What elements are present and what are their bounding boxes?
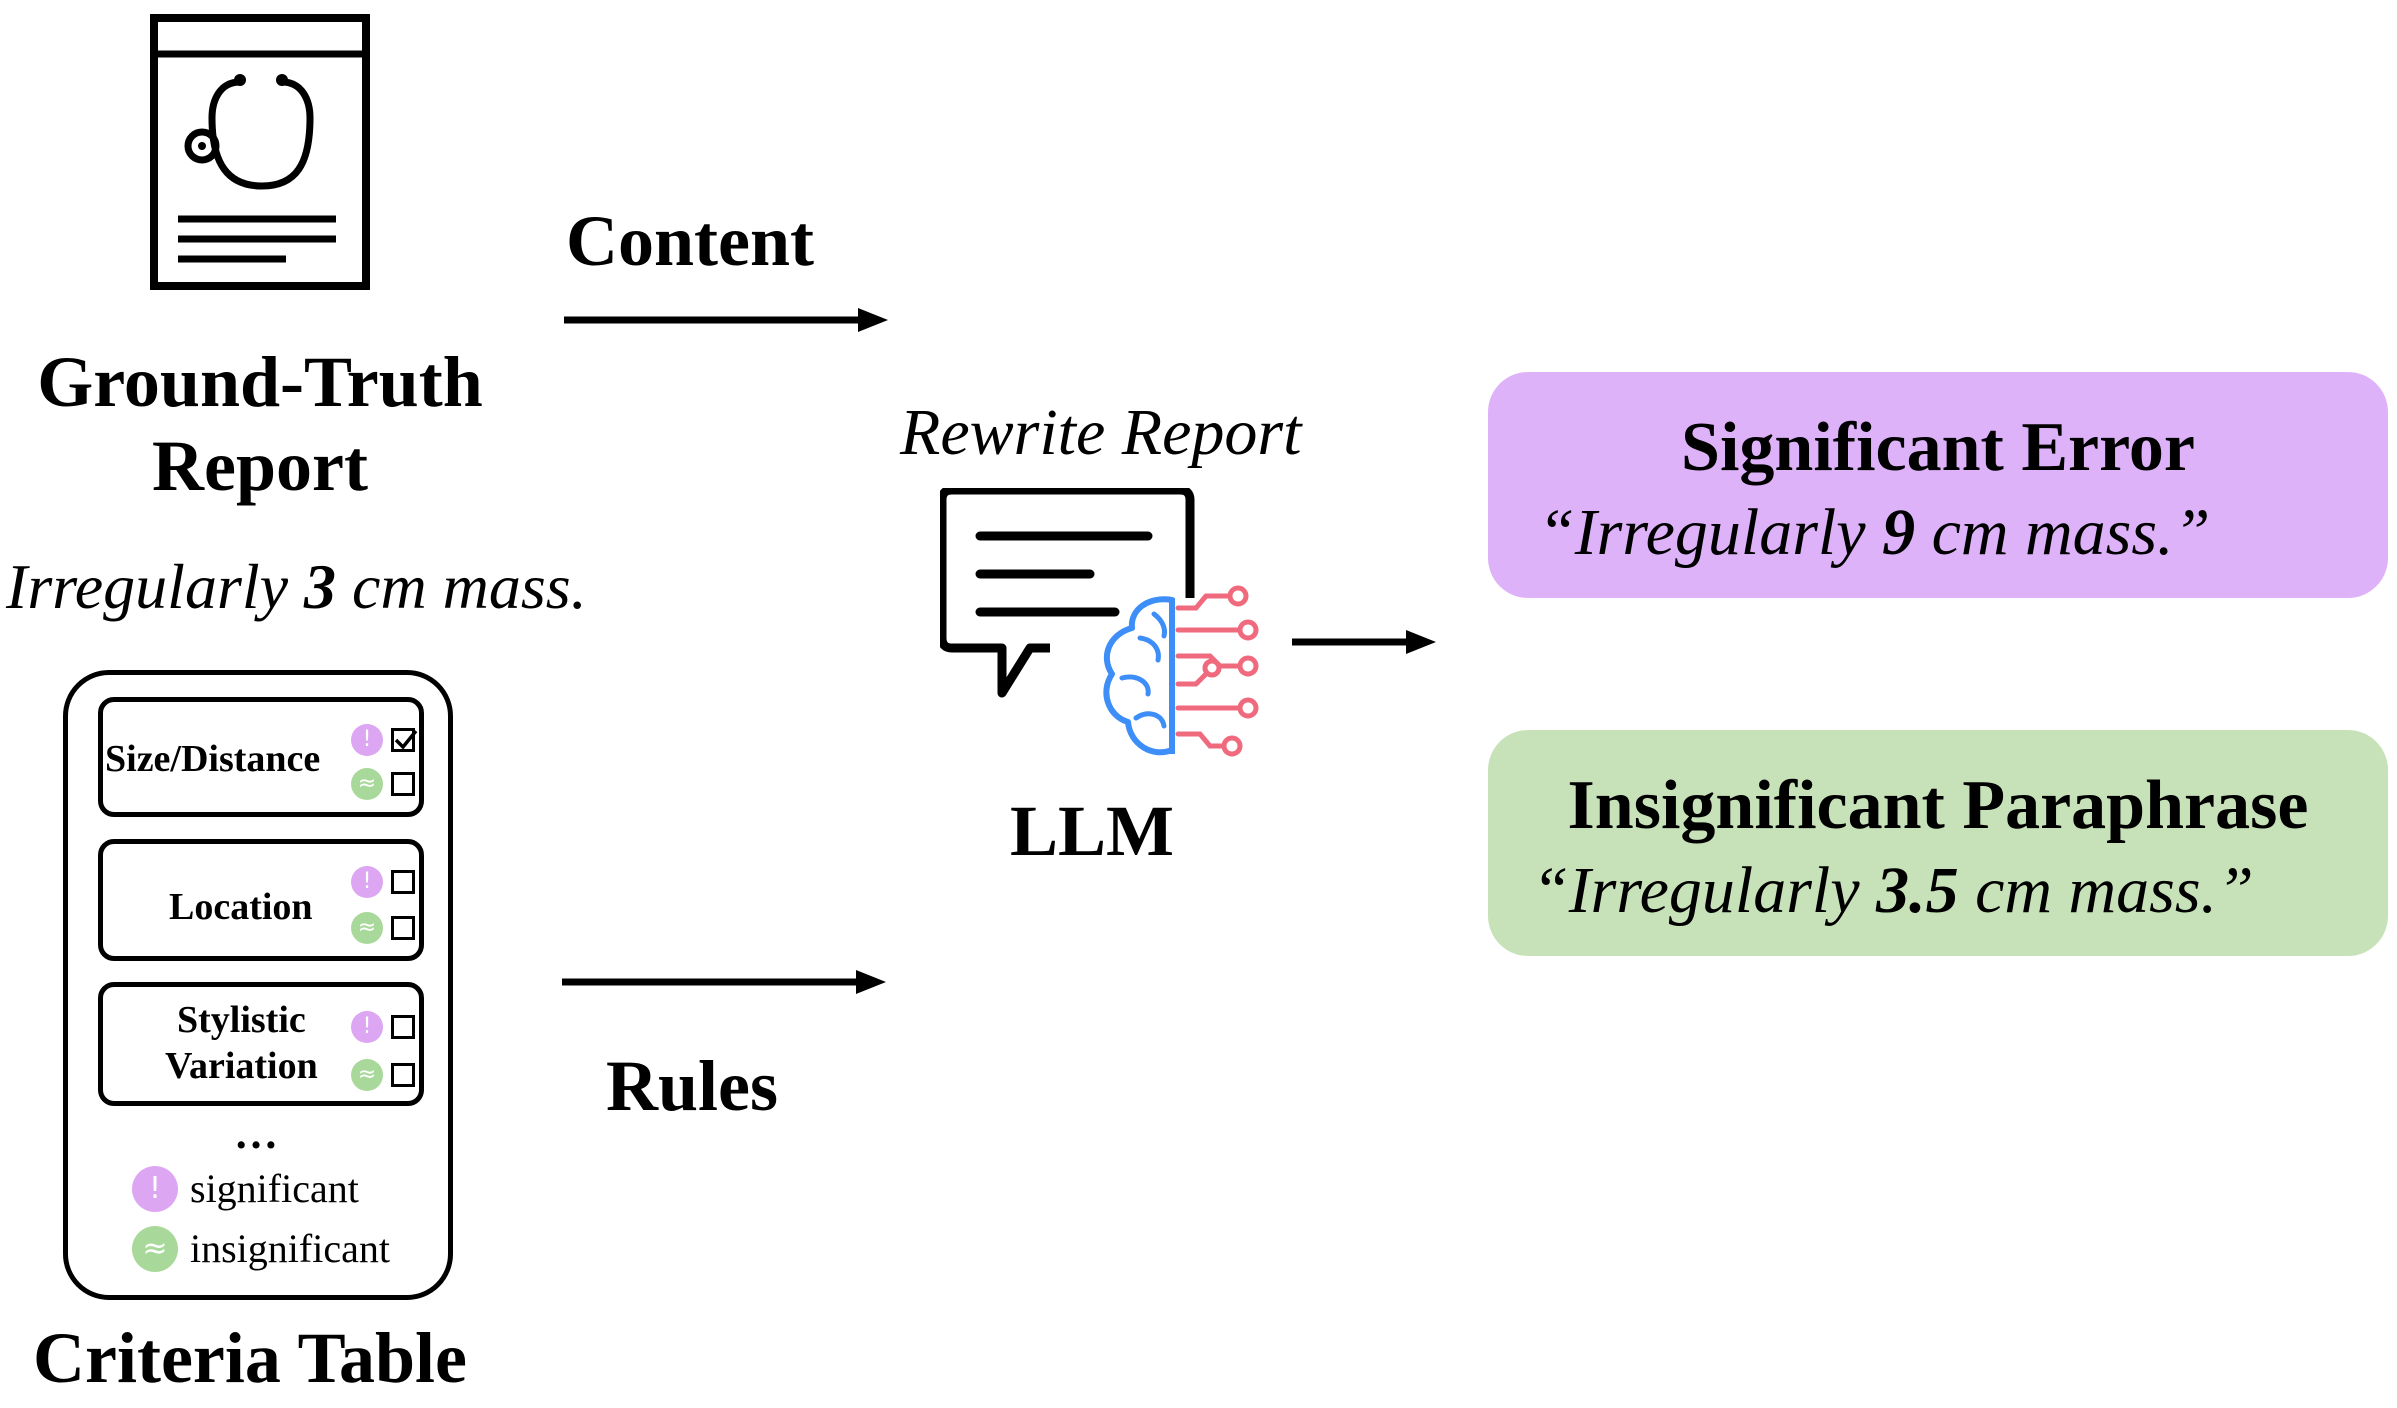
significant-badge-icon: ! [351, 1011, 383, 1043]
quote-post: cm mass.” [1958, 854, 2254, 927]
llm-chat-brain-icon [940, 488, 1259, 757]
ground-truth-sentence: Irregularly 3 cm mass. [6, 550, 587, 624]
criteria-table-title: Criteria Table [33, 1318, 467, 1398]
medical-report-icon [150, 14, 370, 290]
significant-error-box: Significant Error “Irregularly 9 cm mass… [1488, 372, 2388, 598]
check-mark-icon [394, 729, 418, 750]
criteria-item-label: Stylistic Variation [165, 997, 318, 1089]
insignificant-paraphrase-title: Insignificant Paraphrase [1567, 767, 2309, 844]
output-arrow-icon [1292, 630, 1436, 654]
insignificant-badge-icon: ≈ [351, 1059, 383, 1091]
criteria-item-label-line2: Variation [165, 1045, 318, 1087]
llm-label: LLM [1010, 791, 1175, 871]
ground-truth-report-title: Ground-Truth Report [0, 340, 520, 508]
criteria-item-label: Size/Distance [105, 738, 321, 780]
gt-sentence-post: cm mass. [336, 551, 587, 622]
insignificant-badge-icon: ≈ [351, 912, 383, 944]
quote-pre: “Irregularly [1532, 854, 1877, 927]
content-arrow-icon [564, 308, 888, 332]
insignificant-checkbox[interactable] [391, 1063, 415, 1087]
quote-post: cm mass.” [1915, 496, 2211, 569]
criteria-item-location: Location ! ≈ [98, 839, 424, 961]
significant-checkbox[interactable] [391, 728, 418, 752]
significant-error-quote: “Irregularly 9 cm mass.” [1538, 494, 2210, 572]
insignificant-paraphrase-quote: “Irregularly 3.5 cm mass.” [1532, 852, 2254, 930]
rules-arrow-icon [562, 970, 886, 994]
content-arrow-label: Content [566, 201, 814, 281]
criteria-table: Size/Distance ! ≈ Location ! ≈ Stylistic… [63, 670, 453, 1300]
rewrite-report-label: Rewrite Report [900, 396, 1302, 469]
insignificant-paraphrase-box: Insignificant Paraphrase “Irregularly 3.… [1488, 730, 2388, 956]
significant-legend-label: significant [190, 1166, 359, 1211]
insignificant-checkbox[interactable] [391, 772, 415, 796]
significant-badge-icon: ! [351, 866, 383, 898]
significant-checkbox[interactable] [391, 870, 415, 894]
significant-legend-icon: ! [132, 1166, 178, 1212]
ground-truth-title-line2: Report [152, 426, 368, 506]
insignificant-legend-icon: ≈ [132, 1226, 178, 1272]
insignificant-checkbox[interactable] [391, 916, 415, 940]
quote-number: 9 [1882, 496, 1916, 569]
criteria-item-label-line1: Stylistic [176, 999, 306, 1041]
criteria-ellipsis: … [234, 1109, 282, 1158]
ground-truth-title-line1: Ground-Truth [37, 342, 483, 422]
criteria-item-label: Location [169, 886, 313, 928]
insignificant-legend-label: insignificant [190, 1226, 390, 1271]
insignificant-badge-icon: ≈ [351, 768, 383, 800]
significant-checkbox[interactable] [391, 1015, 415, 1039]
gt-sentence-number: 3 [304, 551, 337, 622]
quote-number: 3.5 [1876, 854, 1959, 927]
criteria-item-stylistic-variation: Stylistic Variation ! ≈ [98, 982, 424, 1106]
criteria-item-size-distance: Size/Distance ! ≈ [98, 697, 424, 817]
quote-pre: “Irregularly [1538, 496, 1883, 569]
significant-badge-icon: ! [351, 724, 383, 756]
rules-arrow-label: Rules [606, 1046, 779, 1126]
significant-error-title: Significant Error [1681, 409, 2195, 486]
gt-sentence-pre: Irregularly [6, 551, 305, 622]
